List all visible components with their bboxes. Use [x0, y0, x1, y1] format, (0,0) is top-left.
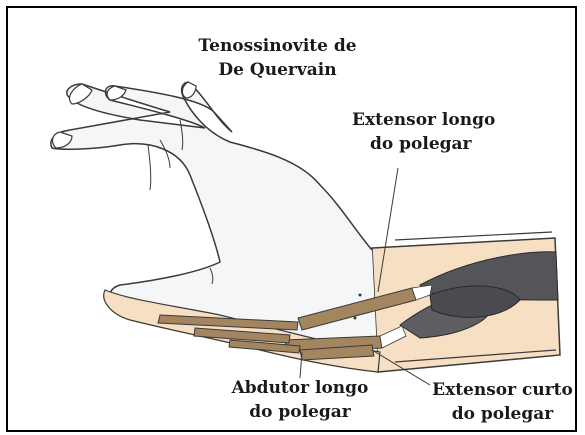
label-extensor-curto: Extensor curto do polegar: [420, 378, 585, 426]
diagram-title: Tenossinovite de De Quervain: [190, 34, 365, 82]
label-abdutor-longo: Abdutor longo do polegar: [220, 376, 380, 424]
title-line2: De Quervain: [190, 58, 365, 82]
title-line1: Tenossinovite de: [190, 34, 365, 58]
abdutor-longo-line2: do polegar: [220, 400, 380, 424]
extensor-longo-line1: Extensor longo: [352, 108, 527, 132]
label-extensor-longo: Extensor longo do polegar: [352, 108, 527, 156]
abdutor-longo-line1: Abdutor longo: [220, 376, 380, 400]
extensor-longo-line2: do polegar: [352, 132, 527, 156]
extensor-curto-line1: Extensor curto: [420, 378, 585, 402]
extensor-curto-line2: do polegar: [420, 402, 585, 426]
